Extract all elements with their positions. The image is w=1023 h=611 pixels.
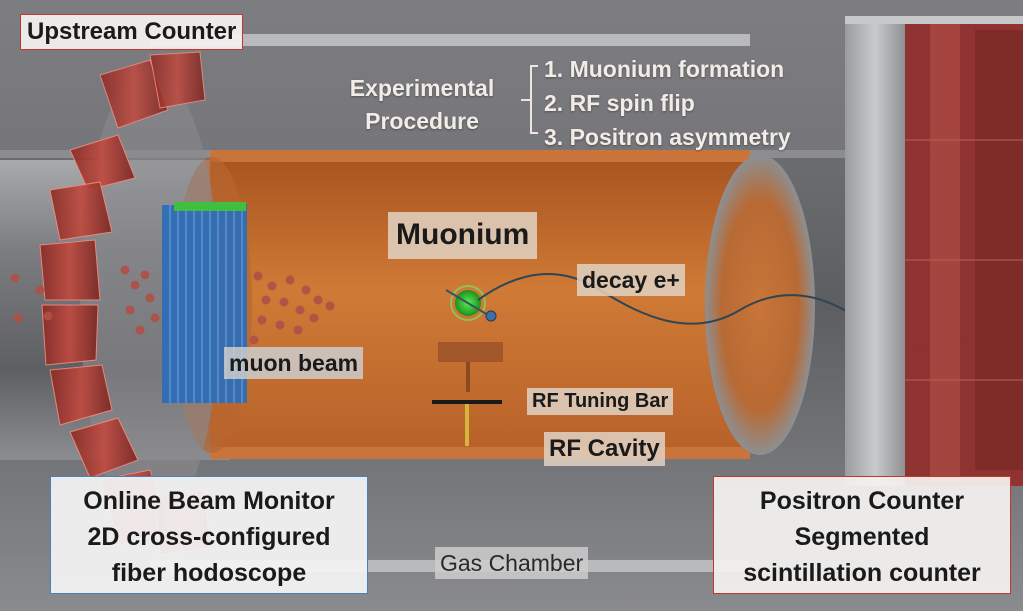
procedure-title-line2: Procedure (365, 108, 479, 134)
rf-tuning-bar-label: RF Tuning Bar (527, 388, 674, 415)
beam-monitor-line2: 2D cross-configured (87, 523, 331, 551)
rf-cavity-label: RF Cavity (544, 432, 665, 466)
procedure-bracket (521, 65, 538, 134)
procedure-title: Experimental Procedure (333, 72, 511, 138)
procedure-steps: 1. Muonium formation 2. RF spin flip 3. … (544, 52, 791, 154)
procedure-step: 2. RF spin flip (544, 90, 695, 116)
muonium-atom (445, 285, 497, 322)
gas-chamber-top-rail (150, 34, 750, 46)
rf-tuning-bar (432, 342, 503, 446)
procedure-step: 3. Positron asymmetry (544, 124, 791, 150)
gas-chamber-label: Gas Chamber (435, 547, 589, 580)
positron-counter-line1: Positron Counter (759, 487, 965, 515)
muon-beam-label: muon beam (224, 347, 364, 380)
beam-monitor-line1: Online Beam Monitor (83, 487, 335, 515)
positron-counter-segments (845, 16, 1023, 486)
muonium-label: Muonium (388, 212, 538, 259)
positron-counter-label: Positron Counter Segmented scintillation… (713, 476, 1011, 594)
decay-positron-label: decay e+ (577, 264, 685, 297)
upstream-counter-label: Upstream Counter (20, 14, 244, 50)
beam-monitor-line3: fiber hodoscope (111, 559, 307, 587)
muon-particles (10, 265, 335, 345)
beam-monitor-label: Online Beam Monitor 2D cross-configured … (50, 476, 368, 594)
rf-cavity-body (172, 150, 815, 459)
positron-counter-line3: scintillation counter (743, 559, 981, 587)
procedure-step: 1. Muonium formation (544, 56, 785, 82)
positron-counter-line2: Segmented (794, 523, 930, 551)
procedure-title-line1: Experimental (349, 75, 495, 101)
